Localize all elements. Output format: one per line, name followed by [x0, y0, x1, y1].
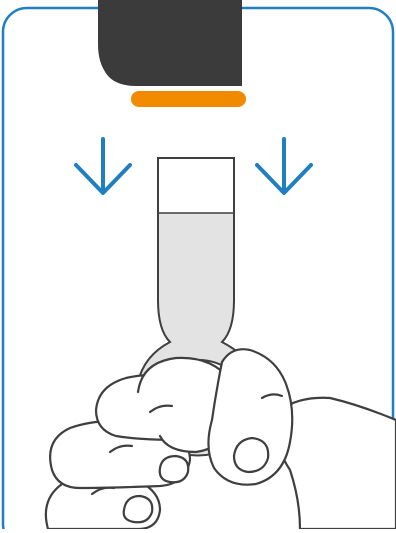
- hand-thumb: [207, 348, 294, 486]
- device-contact-strip: [131, 91, 246, 107]
- test-strip-window: [159, 159, 233, 213]
- down-arrow-icon: [255, 137, 313, 195]
- finger-nail: [158, 454, 190, 484]
- thumb-nail: [232, 436, 270, 474]
- down-arrow-icon: [74, 137, 132, 195]
- reader-device: [98, 0, 242, 86]
- finger-nail: [122, 494, 154, 524]
- hand: [44, 348, 396, 531]
